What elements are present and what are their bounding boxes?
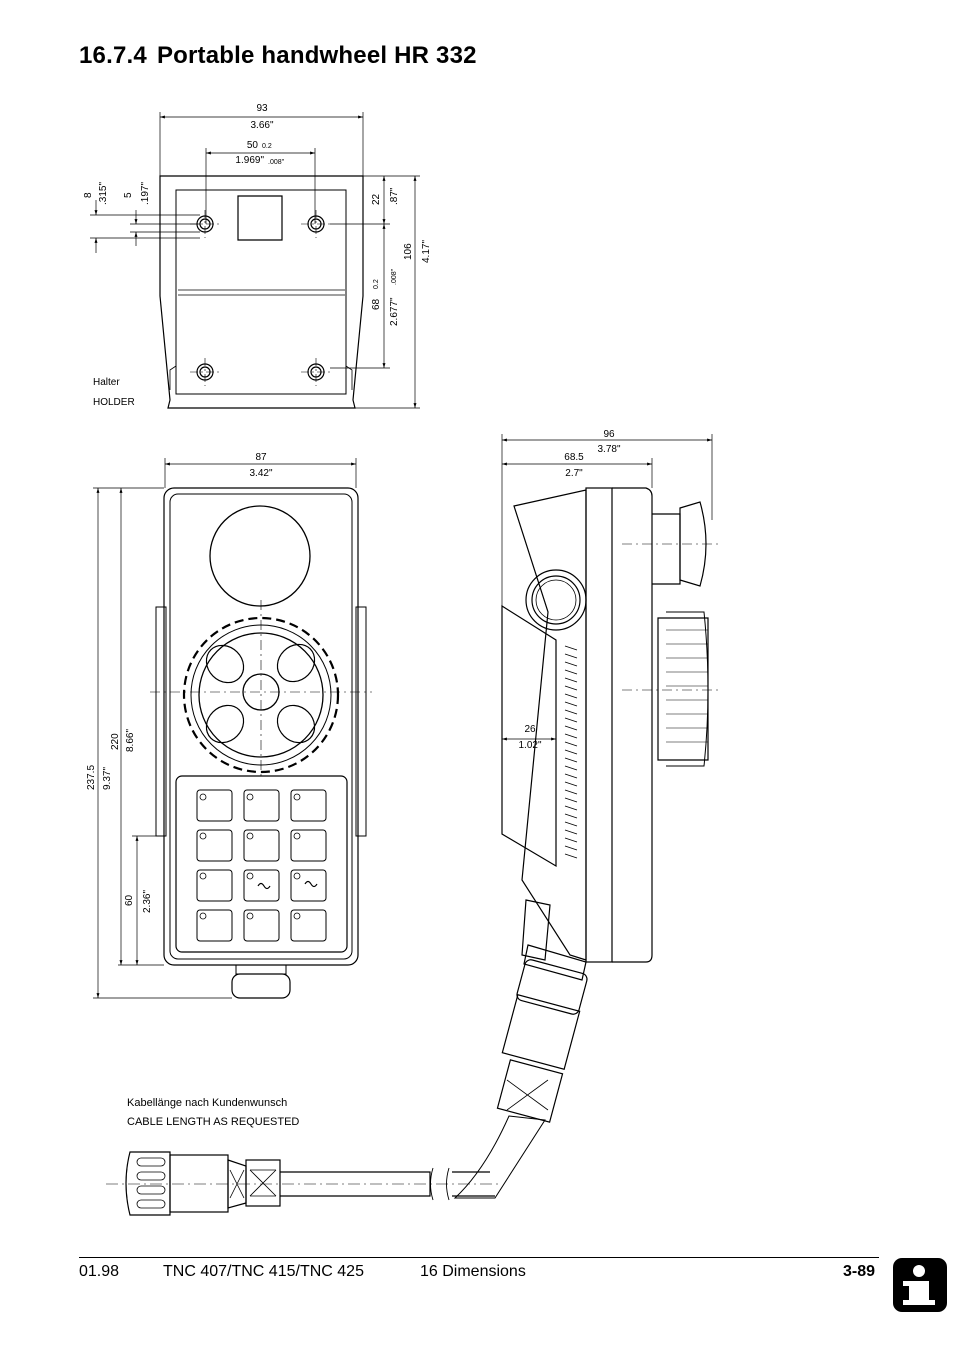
dim-68-tol: 0.2 (373, 279, 380, 289)
holder-dimension-labels: 93 3.66" 50 0.2 1.969" .008" 8 .315" 5 .… (83, 103, 432, 408)
info-icon-dot (913, 1265, 925, 1277)
section-number: 16.7.4 (79, 42, 147, 69)
dim-22-in: .87" (389, 187, 400, 205)
holder-label-en: HOLDER (93, 397, 135, 408)
section-title: Portable handwheel HR 332 (156, 42, 477, 69)
dim-68-5-in: 2.7" (565, 468, 583, 479)
dim-5-in: .197" (140, 182, 151, 205)
dim-50-tol-in: .008" (268, 159, 285, 166)
dim-220-in: 8.66" (125, 729, 136, 752)
dim-22: 22 (371, 193, 382, 205)
info-icon-stem (903, 1281, 935, 1305)
dim-8: 8 (83, 192, 94, 198)
info-icon[interactable] (893, 1258, 947, 1312)
dim-93: 93 (256, 103, 268, 114)
dim-26-in: 1.02" (518, 740, 541, 751)
footer-chapter: 16 Dimensions (420, 1263, 526, 1280)
keypad (196, 789, 327, 942)
dim-220: 220 (110, 733, 121, 750)
footer-date: 01.98 (79, 1263, 120, 1280)
cable-drawing (106, 1151, 500, 1216)
dim-50-tol: 0.2 (262, 143, 272, 150)
dim-106-in: 4.17" (421, 240, 432, 263)
side-grip-ribs (564, 645, 578, 859)
side-view-labels: 96 3.78" 68.5 2.7" 26 1.02" (518, 429, 620, 751)
dim-87-in: 3.42" (249, 468, 272, 479)
handwheel-side-view (453, 487, 718, 1199)
page-number: 3-89 (843, 1263, 876, 1280)
dim-68-5: 68.5 (564, 452, 584, 463)
dim-68-tol-in: .008" (391, 268, 398, 285)
cable-connector (453, 899, 588, 1199)
dim-68-in: 2.677" (389, 297, 400, 326)
dim-8-in: .315" (98, 182, 109, 205)
page-title: 16.7.4 Portable handwheel HR 332 (79, 42, 477, 70)
dim-106: 106 (403, 243, 414, 260)
side-view-dimensions (501, 434, 713, 760)
dim-96: 96 (603, 429, 615, 440)
holder-drawing (159, 175, 364, 409)
holder-dimensions (90, 112, 420, 409)
front-view-labels: 87 3.42" 237.5 9.37" 220 8.66" 60 2.36" (86, 452, 273, 913)
dim-87: 87 (255, 452, 267, 463)
dim-68: 68 (371, 298, 382, 310)
dim-60-in: 2.36" (142, 890, 153, 913)
dim-237-5-in: 9.37" (102, 767, 113, 790)
cable-label-de: Kabellänge nach Kundenwunsch (127, 1097, 287, 1109)
front-view-dimensions (93, 458, 357, 999)
footer-model: TNC 407/TNC 415/TNC 425 (163, 1263, 364, 1280)
dim-50: 50 (247, 140, 259, 151)
footer-rule (79, 1257, 879, 1258)
dim-60: 60 (124, 894, 135, 906)
dim-26: 26 (524, 724, 536, 735)
dim-5: 5 (123, 192, 134, 198)
dim-93-in: 3.66" (250, 120, 273, 131)
dim-50-in: 1.969" (235, 155, 264, 166)
cable-label-en: CABLE LENGTH AS REQUESTED (127, 1116, 299, 1128)
handwheel-front-view (150, 487, 372, 999)
dim-96-in: 3.78" (597, 444, 620, 455)
holder-label-de: Halter (93, 377, 120, 388)
dim-237-5: 237.5 (86, 765, 97, 790)
cable-labels: Kabellänge nach Kundenwunsch CABLE LENGT… (127, 1097, 299, 1128)
